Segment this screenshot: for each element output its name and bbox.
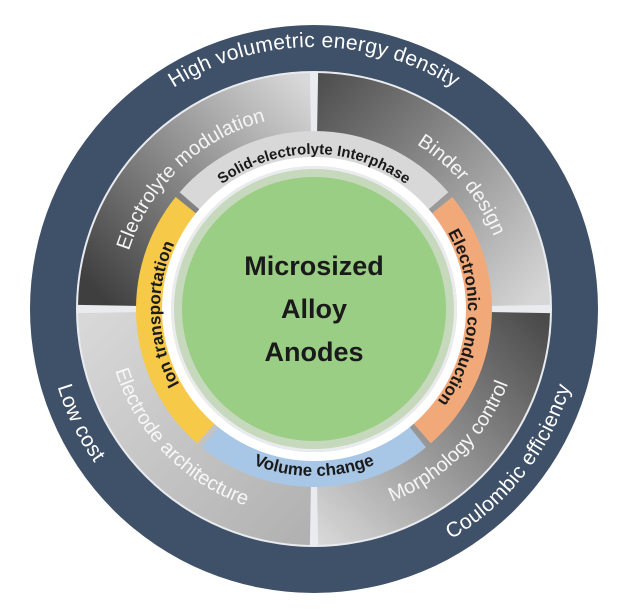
center-line-1: Microsized — [244, 251, 384, 281]
center-line-2: Alloy — [281, 294, 347, 324]
inner-segment-sei — [179, 130, 449, 216]
ring-separator — [162, 157, 466, 461]
center-line-3: Anodes — [264, 337, 363, 367]
center-circle — [182, 177, 446, 441]
inner-segment-electronic — [407, 196, 492, 444]
inner-segment-ion — [135, 196, 221, 444]
